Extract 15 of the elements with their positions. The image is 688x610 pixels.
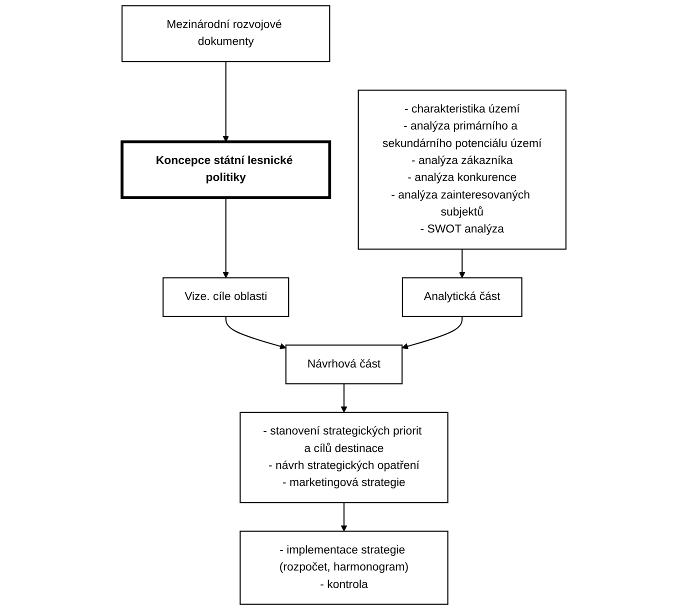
arrow [222,62,230,142]
node-box: - implementace strategie (rozpočet, harmonogram) - kontrola [240,530,448,605]
arrow [225,316,286,350]
node-box: Vize. cíle oblasti [162,277,290,317]
node-box: Návrhová část [285,344,403,384]
node-box: - stanovení strategických priorit a cílů destinace - návrh strategických opatření - marketingová strategie [240,412,448,504]
arrow [222,198,230,278]
node-box: Koncepce státní lesnické politiky [120,140,332,200]
node-box: Analytická část [402,277,522,317]
node-box: Mezinárodní rozvojové dokumenty [122,5,330,62]
arrow [340,384,348,413]
arrow [340,502,348,532]
arrow [458,249,466,278]
node-box: - charakteristika území - analýza primárního a sekundárního potenciálu území - analýza zákazníka - analýza konkurence - analýza zainteresovaných subjektů - SWOT analýza [358,90,566,250]
arrow [402,316,463,350]
